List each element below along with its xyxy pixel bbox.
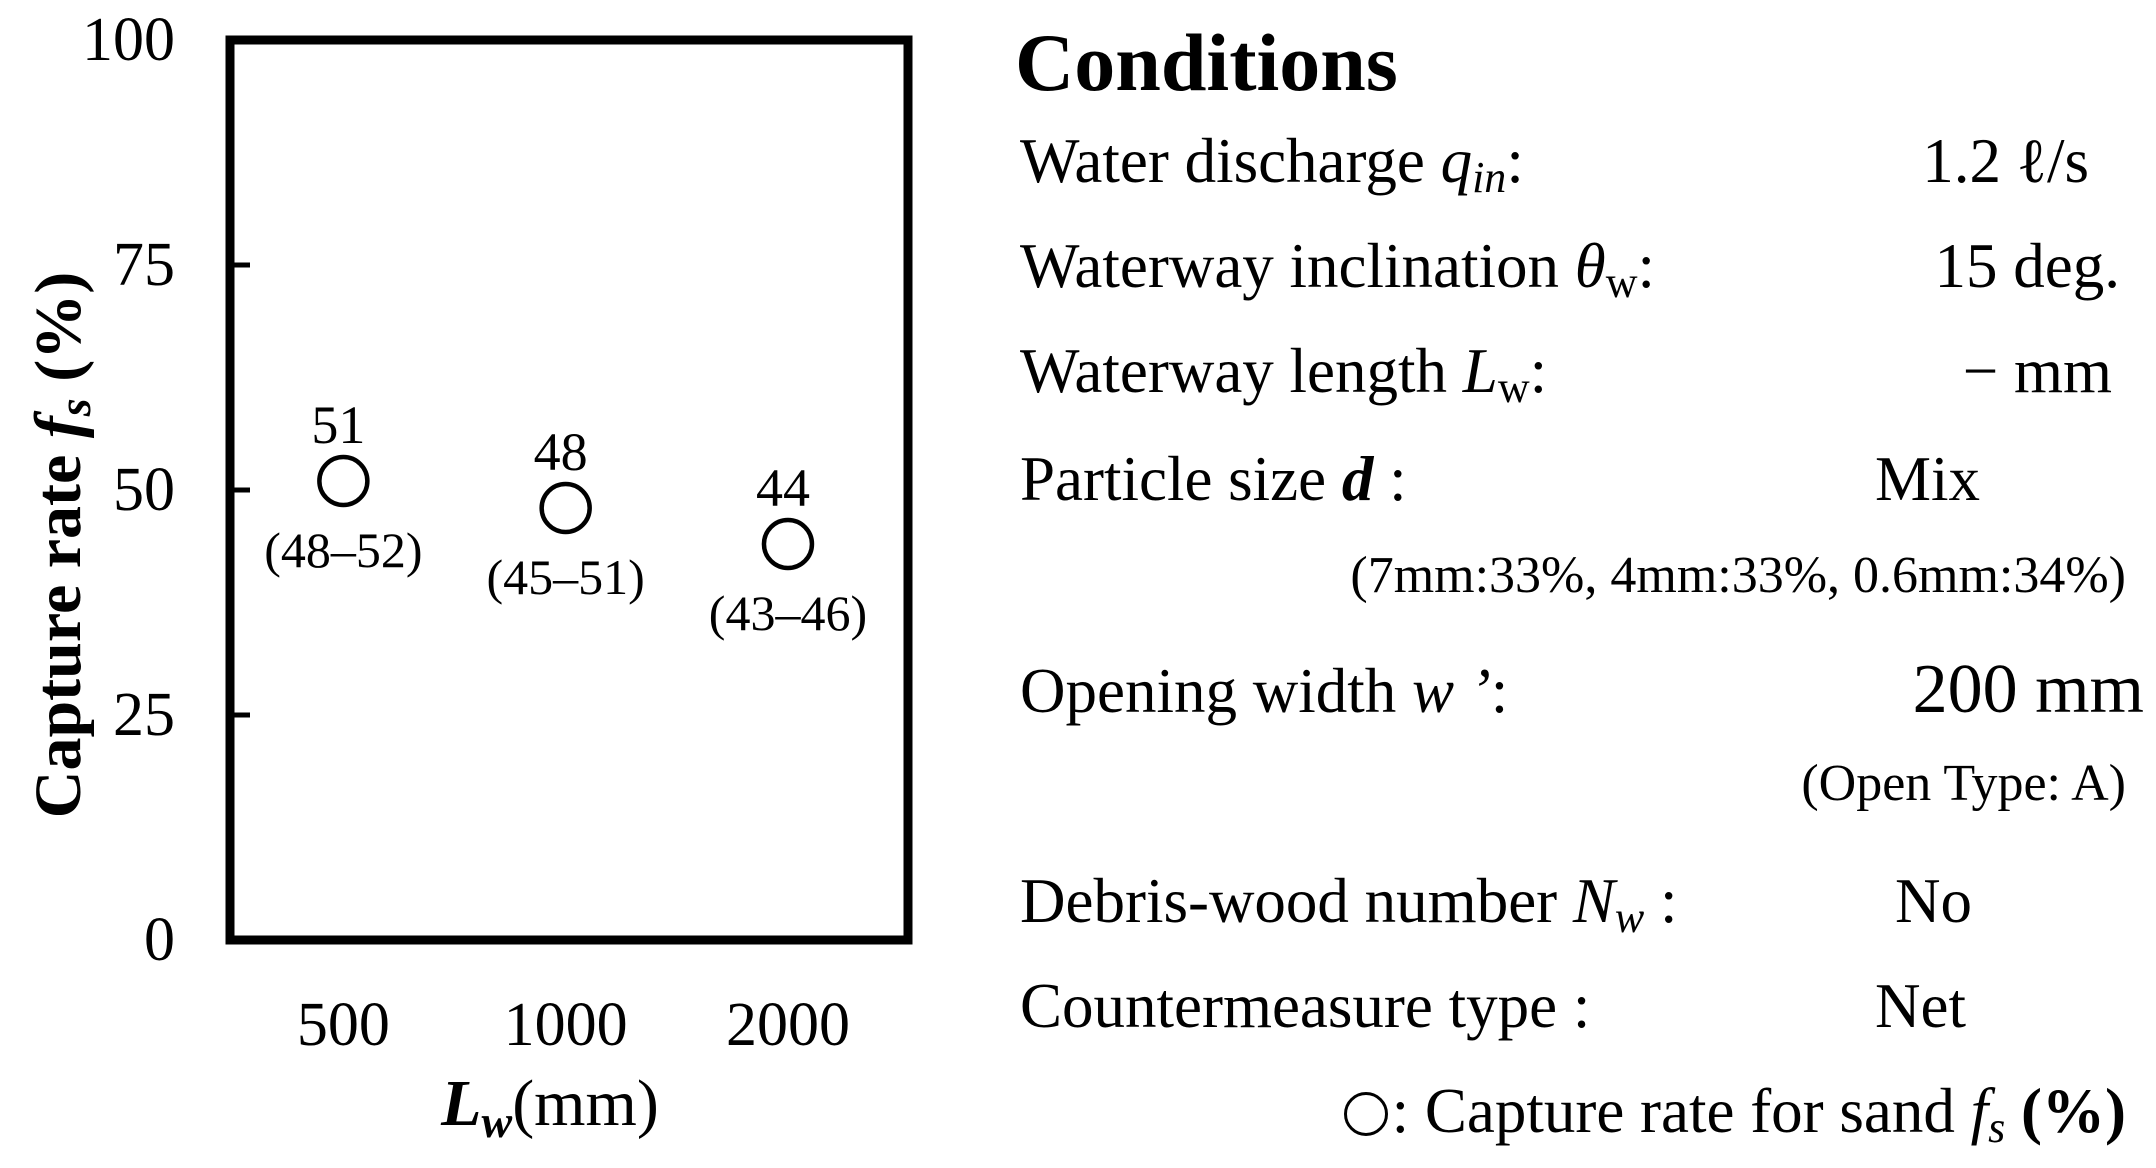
waterway-length-value: − mm [1962,336,2112,406]
legend-open-circle-icon [1343,1092,1388,1136]
waterway-inclination-sub: w [1605,258,1638,307]
water-discharge-var: q [1440,126,1473,196]
legend: : Capture rate for sand fs (%) [1343,1080,2126,1152]
waterway-length-text: Waterway length [1020,336,1463,406]
waterway-length-label: Waterway length Lw: [1020,340,1547,410]
waterway-length-colon: : [1529,336,1548,406]
data-point [761,517,815,571]
debris-wood-label: Debris-wood number Nw : [1020,870,1678,940]
y-tick-label: 25 [113,681,175,749]
x-axis-title-suffix: (mm) [512,1067,659,1140]
legend-text: : Capture rate for sand [1391,1076,1971,1146]
y-axis: 0 25 50 75 100 [82,6,250,974]
data-label: 48 [534,422,588,482]
debris-wood-text: Debris-wood number [1020,866,1573,936]
legend-var: f [1970,1076,1989,1146]
x-tick-label: 2000 [726,991,850,1059]
data-label: 44 [756,458,810,518]
data-point [317,454,370,508]
countermeasure-label: Countermeasure type : [1020,971,1591,1041]
water-discharge-label: Water discharge qin: [1020,130,1524,200]
opening-width-note: (Open Type: A) [1801,755,2126,812]
opening-width-value: 200 mm [1912,651,2144,728]
x-tick-label: 1000 [504,991,628,1059]
data-label: 51 [311,395,365,455]
water-discharge-text: Water discharge [1020,126,1441,196]
opening-width-var: w ’ [1411,656,1491,726]
water-discharge-colon: : [1506,126,1524,196]
y-axis-title-sub: s [49,398,100,417]
x-axis-title: Lw(mm) [440,1067,659,1147]
particle-size-note: (7mm:33%, 4mm:33%, 0.6mm:34%) [1350,547,2126,604]
y-tick-label: 75 [113,231,175,299]
waterway-inclination-value: 15 deg. [1934,231,2120,301]
particle-size-text: Particle size [1020,444,1342,514]
opening-width-label: Opening width w ’: [1020,660,1508,723]
particle-size-label: Particle size d : [1020,448,1407,511]
debris-wood-colon: : [1644,866,1678,936]
x-axis-title-var: L [440,1067,481,1140]
y-tick-label: 50 [113,456,175,524]
opening-width-colon: : [1490,656,1509,726]
waterway-inclination-colon: : [1637,231,1655,301]
data-points: 51 (48–52) 48 (45–51) 44 (43–46) [264,395,867,641]
opening-width-text: Opening width [1020,656,1412,726]
debris-wood-sub: w [1614,893,1645,942]
waterway-inclination-text: Waterway inclination [1020,231,1575,301]
water-discharge-sub: in [1472,153,1507,202]
legend-sub: s [1988,1103,2006,1152]
y-tick-label: 100 [82,6,175,74]
debris-wood-var: N [1572,866,1615,936]
particle-size-var: d [1341,444,1374,514]
y-tick-label: 0 [144,906,175,974]
particle-size-value: Mix [1875,444,1981,514]
waterway-inclination-label: Waterway inclination θw: [1020,235,1655,305]
waterway-inclination-var: θ [1574,231,1606,301]
y-axis-title-prefix: Capture rate [22,438,95,818]
range-label: (48–52) [264,522,422,578]
y-axis-title-suffix: (%) [22,272,95,398]
waterway-length-sub: w [1497,363,1530,412]
waterway-length-var: L [1462,336,1498,406]
range-label: (43–46) [709,585,867,641]
conditions-heading: Conditions [1015,17,1398,108]
data-point [539,481,592,535]
particle-size-colon: : [1373,444,1407,514]
legend-suffix: (%) [2005,1076,2126,1146]
water-discharge-value: 1.2 ℓ/s [1922,126,2089,196]
debris-wood-value: No [1895,866,1972,936]
range-label: (45–51) [487,549,645,605]
x-axis: 500 1000 2000 [297,991,850,1059]
x-axis-title-sub: w [482,1096,513,1147]
countermeasure-value: Net [1875,971,1966,1041]
y-axis-title: Capture rate fs (%) [22,272,100,818]
x-tick-label: 500 [297,991,390,1059]
